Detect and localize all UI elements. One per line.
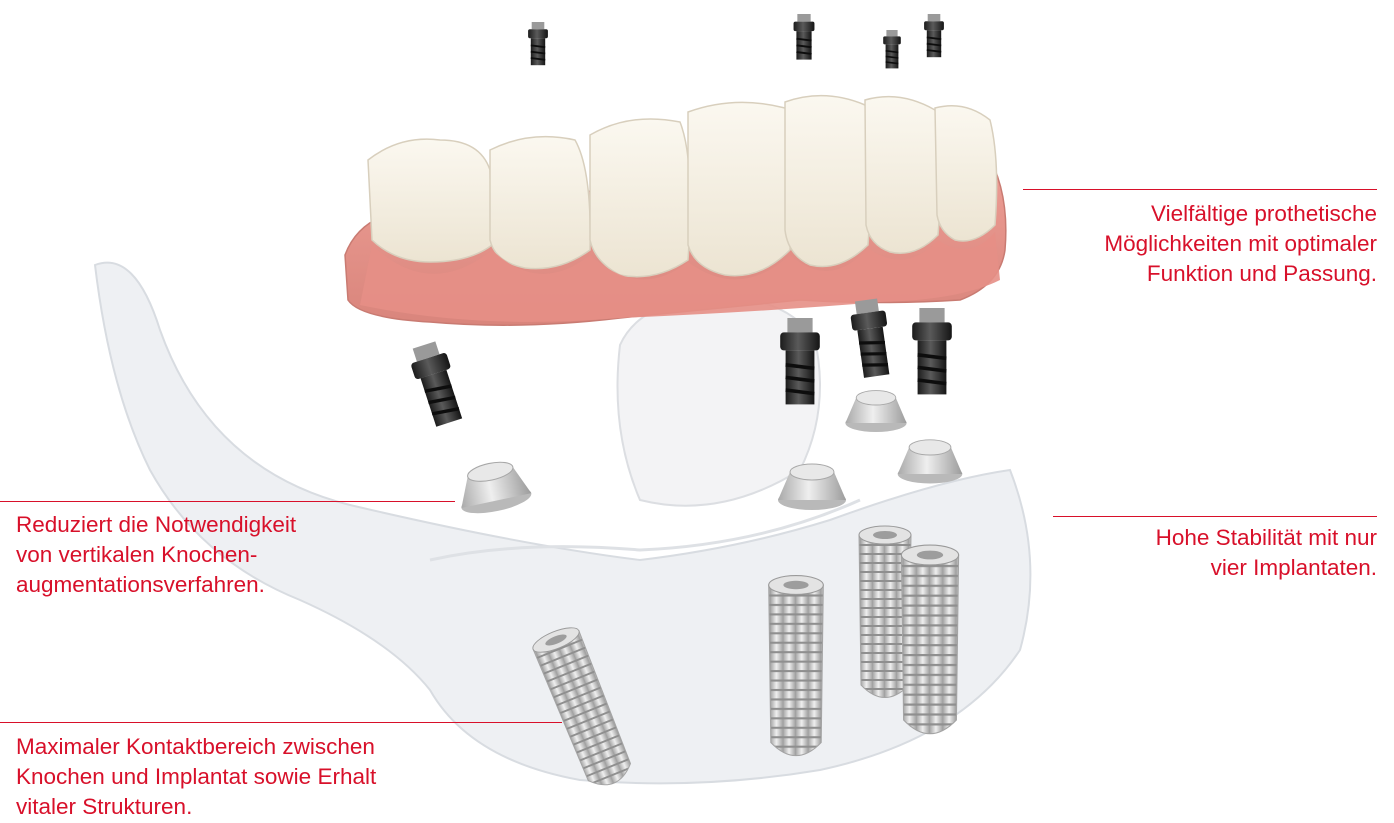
- callout-line: Reduziert die Notwendigkeit: [16, 510, 296, 540]
- screw-icon: [528, 22, 548, 65]
- abutment-icon: [898, 440, 963, 484]
- callout-line: Maximaler Kontaktbereich zwischen: [16, 732, 376, 762]
- callout-line: augmentationsverfahren.: [16, 570, 296, 600]
- abutment-icon: [454, 456, 534, 518]
- callout-line: von vertikalen Knochen-: [16, 540, 296, 570]
- callout-line: Möglichkeiten mit optimaler: [1104, 229, 1377, 259]
- screw-icon: [912, 308, 952, 394]
- callout-rule: [0, 722, 562, 723]
- callout-augmentation: Reduziert die Notwendigkeit von vertikal…: [16, 510, 296, 600]
- screw-icon: [924, 14, 944, 57]
- callout-prosthetics: Vielfältige prothetische Möglichkeiten m…: [1104, 199, 1377, 289]
- callout-rule: [1053, 516, 1377, 517]
- implant-icon: [769, 576, 824, 756]
- screw-icon: [883, 30, 901, 68]
- callout-line: Funktion und Passung.: [1104, 259, 1377, 289]
- callout-line: Knochen und Implantat sowie Erhalt: [16, 762, 376, 792]
- callout-stability: Hohe Stabilität mit nur vier Implantaten…: [1156, 523, 1377, 583]
- screw-icon: [794, 14, 815, 60]
- implant-icon: [901, 545, 958, 734]
- callout-rule: [0, 501, 455, 502]
- callout-contact: Maximaler Kontaktbereich zwischen Knoche…: [16, 732, 376, 822]
- screw-icon: [849, 298, 895, 379]
- callout-line: Vielfältige prothetische: [1104, 199, 1377, 229]
- callout-rule: [1023, 189, 1377, 190]
- denture-teeth: [368, 96, 997, 277]
- callout-line: Hohe Stabilität mit nur: [1156, 523, 1377, 553]
- callout-line: vitaler Strukturen.: [16, 792, 376, 822]
- screw-icon: [406, 339, 467, 428]
- callout-line: vier Implantaten.: [1156, 553, 1377, 583]
- abutment-icon: [845, 391, 906, 432]
